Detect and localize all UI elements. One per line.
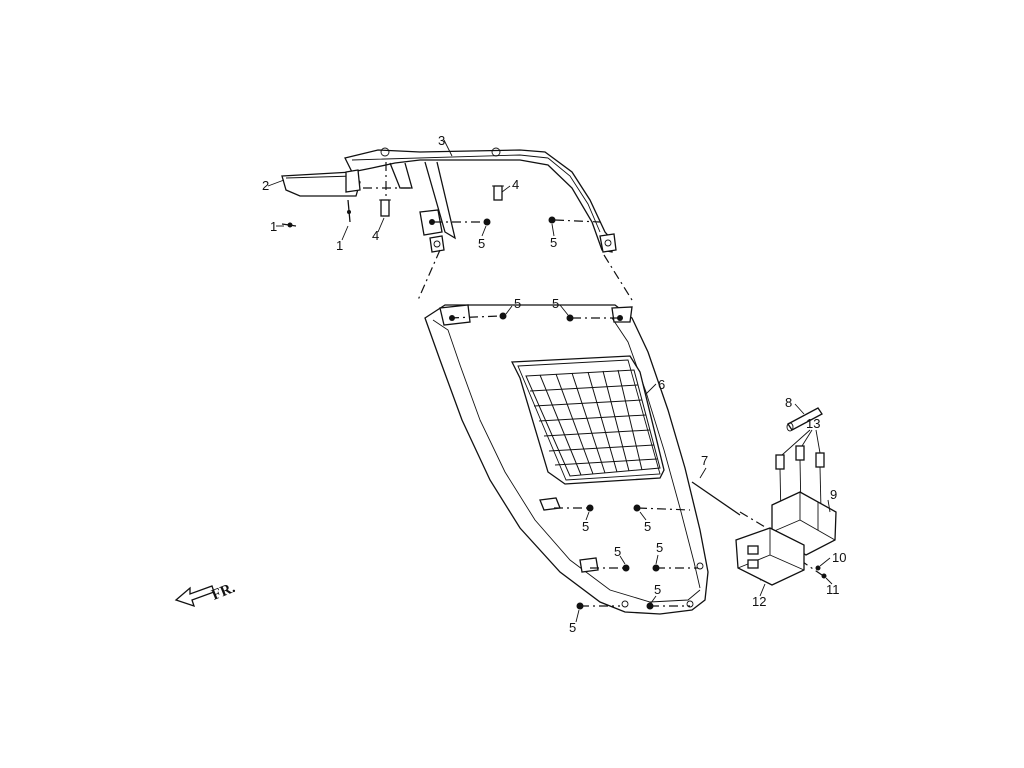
leader-lines	[267, 139, 833, 623]
front-direction-label: FR.	[210, 580, 238, 604]
front-lip-part-2	[281, 169, 361, 197]
callout-5: 5	[614, 544, 621, 559]
callout-labels: 1 1 2 3 4 4 5 5 5 5 5 5 5 5 5 5 6 7 8 9 …	[262, 133, 846, 635]
callout-5: 5	[552, 296, 559, 311]
callout-13: 13	[806, 416, 820, 431]
callout-5: 5	[550, 235, 557, 250]
lower-panel-part-6	[424, 304, 709, 615]
callout-1: 1	[336, 238, 343, 253]
callout-5: 5	[644, 519, 651, 534]
callout-5: 5	[569, 620, 576, 635]
callout-8: 8	[785, 395, 792, 410]
callout-10: 10	[832, 550, 846, 565]
callout-6: 6	[658, 377, 665, 392]
callout-5: 5	[478, 236, 485, 251]
callout-5: 5	[654, 582, 661, 597]
callout-3: 3	[438, 133, 445, 148]
callout-4: 4	[512, 177, 519, 192]
callout-9: 9	[830, 487, 837, 502]
callout-5: 5	[582, 519, 589, 534]
pin-part-8	[786, 407, 823, 432]
callout-2: 2	[262, 178, 269, 193]
callout-5: 5	[656, 540, 663, 555]
callout-12: 12	[752, 594, 766, 609]
callout-5: 5	[514, 296, 521, 311]
callout-4: 4	[372, 228, 379, 243]
fasteners	[281, 185, 825, 610]
callout-7: 7	[701, 453, 708, 468]
callout-1: 1	[270, 219, 277, 234]
front-arrow-icon	[174, 585, 215, 608]
bracket-part-12	[735, 527, 805, 586]
vent-grille	[525, 369, 661, 477]
callout-11: 11	[826, 582, 840, 597]
front-direction-indicator: FR.	[174, 580, 238, 608]
nut-part-10	[815, 565, 821, 571]
nut-part-11	[821, 573, 827, 579]
